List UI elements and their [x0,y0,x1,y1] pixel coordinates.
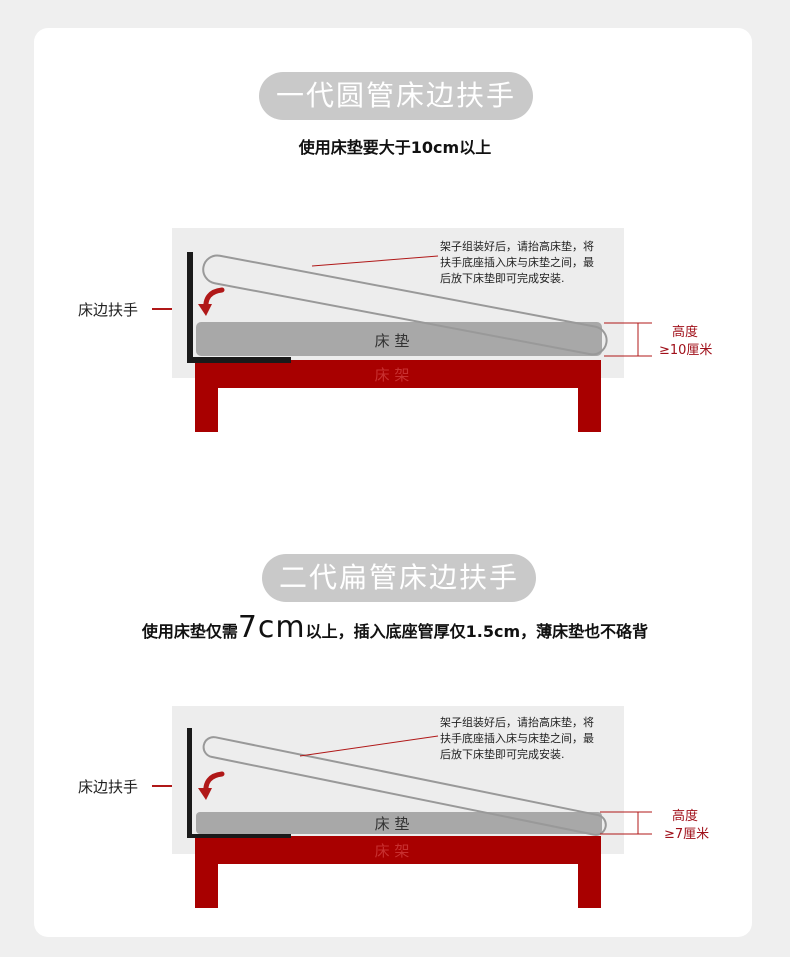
mattress-label: 床 垫 [375,815,410,833]
height-value: ≥7厘米 [664,827,709,842]
bed-rail-vertical [187,728,192,838]
bed-frame-top [195,836,601,864]
note-line-2: 扶手底座插入床与床垫之间，最 [440,731,594,745]
note-leader-line [299,735,439,757]
subtitle-prefix: 使用床垫仅需 [141,622,238,641]
rail-label: 床边扶手 [78,778,138,796]
section-2-title: 二代扁管床边扶手 [262,554,536,602]
note-leader-line [311,255,439,267]
bed-frame-label: 床 架 [375,366,410,384]
height-label: 高度 [672,808,698,824]
bed-rail-base [187,834,291,838]
height-label: 高度 [672,324,698,340]
raised-mattress-outline [202,736,607,836]
note-line-3: 后放下床垫即可完成安装. [440,747,565,761]
note-line-3: 后放下床垫即可完成安装. [440,271,565,285]
section-1-subtitle: 使用床垫要大于10cm以上 [298,138,492,157]
section-1-diagram: 床 架 床 垫 架子组装好后，请抬高床垫，将 扶手底座插入床与床垫之间，最 后放… [78,228,712,432]
insert-arrow-icon [198,287,225,316]
note-line-1: 架子组装好后，请抬高床垫，将 [440,239,594,253]
bed-rail-base [187,357,291,363]
bed-frame-leg-left [195,856,218,908]
section-1-title: 一代圆管床边扶手 [259,72,533,120]
subtitle-highlight: 7cm [237,610,306,645]
rail-label: 床边扶手 [78,301,138,319]
insert-arrow-icon [198,771,225,800]
bed-rail-vertical [187,252,193,362]
section-2-subtitle: 使用床垫仅需7cm以上，插入底座管厚仅1.5cm，薄床垫也不硌背 [0,610,790,645]
mattress [196,322,602,356]
bed-frame-leg-right [578,380,601,432]
mattress [196,812,602,834]
mattress-label: 床 垫 [375,332,410,350]
bed-frame-label: 床 架 [375,842,410,860]
note-line-2: 扶手底座插入床与床垫之间，最 [440,255,594,269]
bed-frame-leg-left [195,380,218,432]
section-2-diagram: 床 架 床 垫 架子组装好后，请抬高床垫，将 扶手底座插入床与床垫之间，最 后放… [78,706,709,908]
bed-frame-leg-right [578,856,601,908]
note-line-1: 架子组装好后，请抬高床垫，将 [440,715,594,729]
subtitle-suffix: 以上，插入底座管厚仅1.5cm，薄床垫也不硌背 [305,622,649,641]
height-value: ≥10厘米 [659,343,712,358]
raised-mattress-outline [202,254,608,356]
bed-frame-top [195,360,601,388]
